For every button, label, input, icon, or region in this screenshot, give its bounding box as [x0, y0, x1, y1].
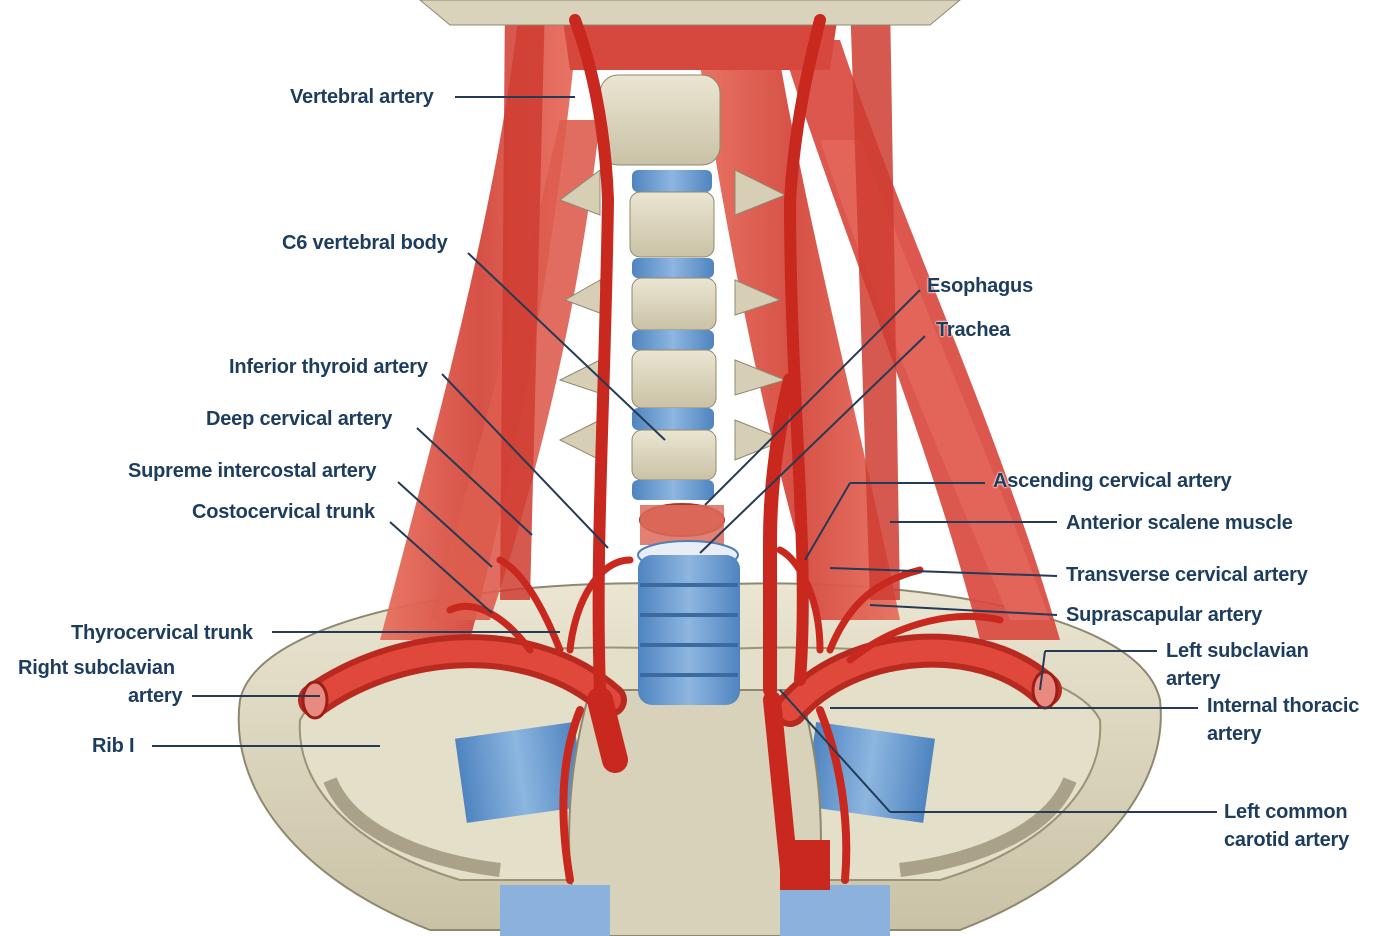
- aortic-arch-visible: [780, 840, 830, 890]
- airway: [637, 503, 740, 705]
- label-deep-cervical-artery: Deep cervical artery: [206, 408, 393, 430]
- leader-inferior-thyroid-artery: [441, 373, 609, 549]
- leader-costocervical-trunk: [389, 521, 493, 614]
- disc-3: [632, 330, 714, 350]
- skull-base: [419, 0, 961, 26]
- left-subclavian-artery-hl: [779, 639, 1056, 721]
- trachea-body: [638, 555, 740, 705]
- lower-cartilage-right: [780, 885, 890, 936]
- esophagus-body: [640, 505, 724, 545]
- leader-supreme-intercostal-artery: [397, 481, 493, 568]
- transverse-processes-left: [558, 169, 606, 461]
- leader-ascending-cervical-artery-2: [804, 482, 851, 561]
- label-right-subclavian-line1: Right subclavian: [18, 657, 175, 679]
- vertebral-column: [419, 0, 961, 500]
- vertebra-c4: [629, 191, 715, 258]
- longus-colli-left: [500, 0, 545, 600]
- left-thyrocervical-branches: [776, 546, 1004, 664]
- label-inferior-thyroid-artery: Inferior thyroid artery: [229, 356, 428, 378]
- label-c6-vertebral-body: C6 vertebral body: [282, 232, 448, 254]
- label-ascending-cervical-artery: Ascending cervical artery: [993, 470, 1232, 492]
- label-vertebral-artery: Vertebral artery: [290, 86, 434, 108]
- leader-trachea: [699, 335, 926, 554]
- label-anterior-scalene-muscle: Anterior scalene muscle: [1066, 512, 1293, 534]
- rib-ii-left: [323, 777, 501, 877]
- leader-transverse-cervical-artery: [829, 567, 1058, 577]
- right-subclavian-cut: [301, 680, 329, 720]
- brachiocephalic: [587, 687, 628, 773]
- vertebra-c5: [631, 277, 717, 331]
- label-left-common-carotid-line1: Left common: [1224, 801, 1348, 823]
- leader-left-common-carotid-artery-2: [779, 689, 891, 813]
- label-transverse-cervical-artery: Transverse cervical artery: [1066, 564, 1308, 586]
- right-thyrocervical-branches: [446, 556, 634, 654]
- manubrium: [568, 689, 822, 936]
- vertebra-c6: [631, 349, 717, 409]
- left-internal-thoracic: [816, 706, 851, 884]
- vertebra-c7: [631, 429, 717, 481]
- label-internal-thoracic-line1: Internal thoracic: [1207, 695, 1360, 717]
- label-costocervical-trunk: Costocervical trunk: [192, 501, 375, 523]
- label-trachea: Trachea: [936, 319, 1011, 341]
- label-internal-thoracic-line2: artery: [1207, 723, 1262, 745]
- disc-4: [632, 408, 714, 430]
- disc-5: [632, 480, 714, 500]
- longus-colli-right: [850, 0, 900, 600]
- label-thyrocervical-trunk: Thyrocervical trunk: [71, 622, 253, 644]
- transverse-processes-right: [734, 169, 787, 461]
- vertebra-c3: [599, 74, 721, 166]
- arteries: [298, 14, 1062, 890]
- label-suprascapular-artery: Suprascapular artery: [1066, 604, 1263, 626]
- leader-esophagus: [704, 289, 921, 506]
- disc-2: [632, 258, 714, 278]
- leader-lines: [152, 96, 1217, 813]
- label-left-subclavian-line1: Left subclavian: [1166, 640, 1309, 662]
- label-supreme-intercostal-artery: Supreme intercostal artery: [128, 460, 377, 482]
- leader-left-subclavian-artery-2: [1039, 650, 1046, 691]
- rib-cage: [237, 582, 1162, 936]
- left-subclavian-cut: [1031, 670, 1059, 710]
- left-common-carotid: [763, 373, 797, 697]
- costal-cartilage-left: [455, 722, 586, 823]
- label-left-subclavian-line2: artery: [1166, 668, 1221, 690]
- label-left-common-carotid-line2: carotid artery: [1224, 829, 1350, 851]
- label-rib-i: Rib I: [92, 735, 135, 757]
- leader-suprascapular-artery: [869, 604, 1058, 616]
- lower-cartilage-left: [500, 885, 610, 936]
- leader-c6-vertebral-body: [467, 252, 666, 441]
- label-right-subclavian-line2: artery: [128, 685, 183, 707]
- label-esophagus: Esophagus: [927, 275, 1033, 297]
- rib-ii-right: [899, 777, 1077, 877]
- leader-deep-cervical-artery: [416, 427, 533, 536]
- right-subclavian-artery-hl: [304, 640, 621, 711]
- right-internal-thoracic: [559, 706, 584, 884]
- costal-cartilage-right: [804, 722, 935, 823]
- disc-1: [632, 170, 712, 192]
